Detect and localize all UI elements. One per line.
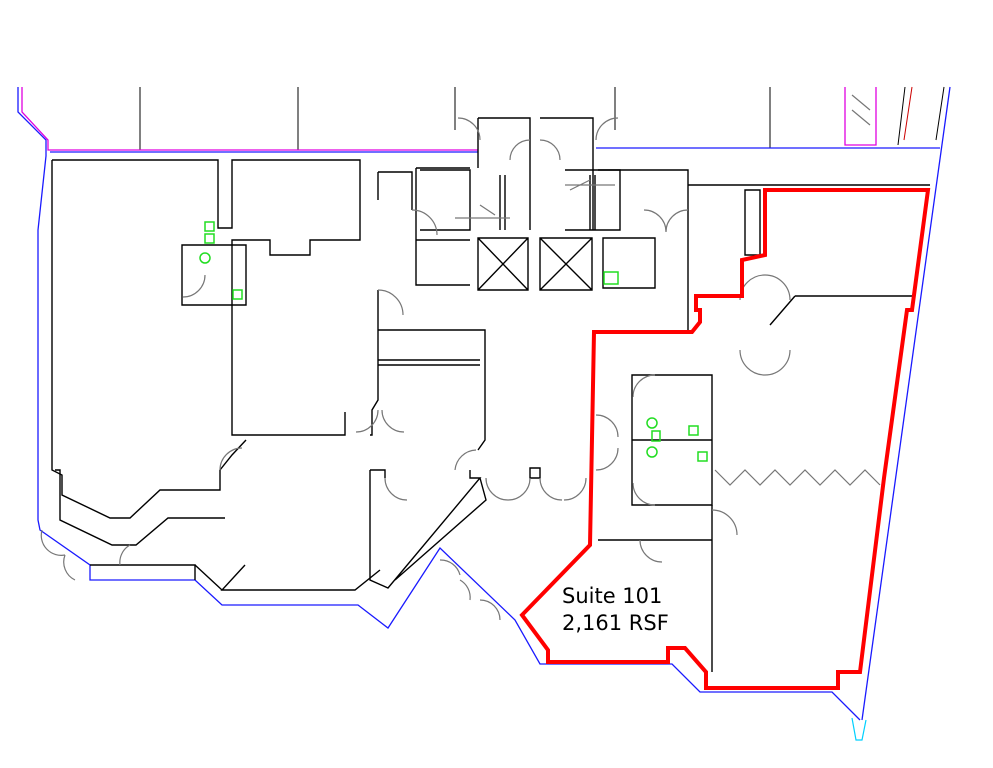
suite-101-outline[interactable]: [519, 188, 931, 690]
walls: [51, 117, 930, 672]
doors: [40, 94, 881, 621]
site-lines: [21, 86, 945, 151]
restroom-fixtures: [199, 221, 708, 462]
suite-name: Suite 101: [562, 584, 662, 608]
suite-area: 2,161 RSF: [562, 611, 669, 635]
